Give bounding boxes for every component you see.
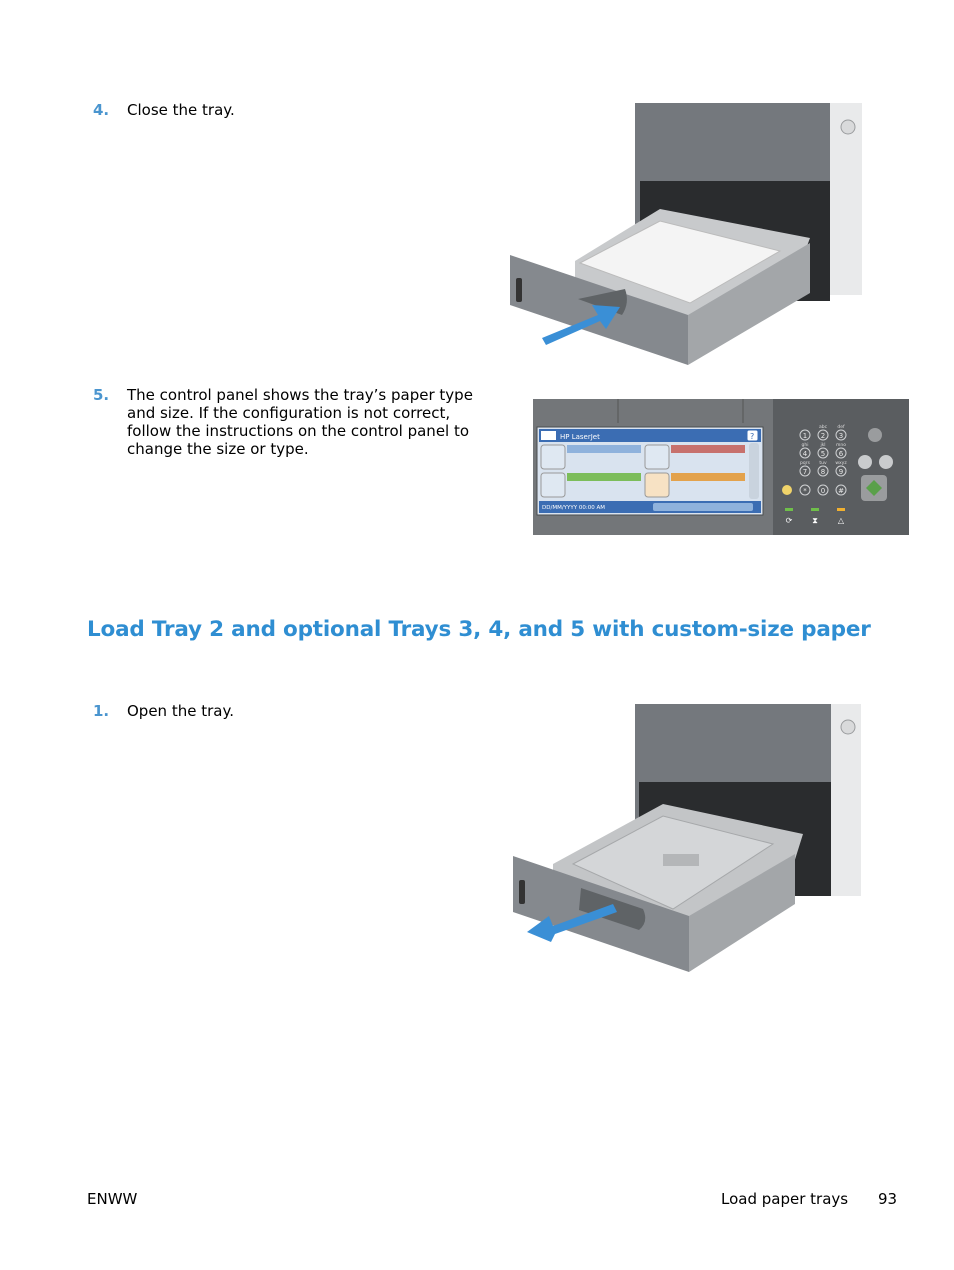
warning-icon: △ xyxy=(838,516,845,525)
step-5-line-2: and size. If the configuration is not co… xyxy=(127,404,451,422)
help-glyph: ? xyxy=(750,432,754,441)
key-letters-jkl: jkl xyxy=(819,442,825,448)
hourglass-icon: ⧗ xyxy=(812,516,818,525)
step-4-text: Close the tray. xyxy=(127,101,235,119)
screen-status: DD/MM/YYYY 00:00 AM xyxy=(542,505,605,511)
close-tray-illustration xyxy=(510,103,862,365)
power-icon: ⟳ xyxy=(786,516,793,525)
key-6: 6 xyxy=(839,450,844,458)
open-tray-illustration xyxy=(513,704,861,972)
key-0: 0 xyxy=(821,487,825,495)
key-star: * xyxy=(803,487,807,495)
footer-left: ENWW xyxy=(87,1190,138,1208)
step-5-line-4: change the size or type. xyxy=(127,440,309,458)
key-letters-wxyz: wxyz xyxy=(835,461,847,466)
control-panel-illustration: HP LaserJet ? DD/MM/YYYY 00:00 AM 1 2 3 … xyxy=(533,399,909,535)
key-8: 8 xyxy=(821,468,825,476)
key-letters-ghi: ghi xyxy=(802,442,809,448)
step-4-number: 4. xyxy=(93,101,110,119)
step-5-line-1: The control panel shows the tray’s paper… xyxy=(127,386,473,404)
step-1-text: Open the tray. xyxy=(127,702,234,720)
key-9: 9 xyxy=(839,468,843,476)
key-letters-abc: abc xyxy=(819,424,828,430)
step-5-text: The control panel shows the tray’s paper… xyxy=(127,386,473,458)
key-3: 3 xyxy=(839,432,843,440)
key-2: 2 xyxy=(821,432,825,440)
key-letters-pqrs: pqrs xyxy=(800,460,811,466)
key-4: 4 xyxy=(803,450,808,458)
key-hash: # xyxy=(838,487,844,495)
key-letters-def: def xyxy=(837,424,845,430)
screen-title: HP LaserJet xyxy=(560,433,600,441)
key-letters-mno: mno xyxy=(836,443,846,448)
key-7: 7 xyxy=(803,468,807,476)
key-1: 1 xyxy=(803,432,807,440)
section-heading: Load Tray 2 and optional Trays 3, 4, and… xyxy=(87,617,871,642)
key-5: 5 xyxy=(821,450,825,458)
footer-page-number: 93 xyxy=(878,1190,898,1208)
footer-section-title: Load paper trays xyxy=(721,1190,849,1208)
step-5-line-3: follow the instructions on the control p… xyxy=(127,422,470,440)
step-5-number: 5. xyxy=(93,386,110,404)
step-1-number: 1. xyxy=(93,702,110,720)
key-letters-tuv: tuv xyxy=(819,460,827,466)
